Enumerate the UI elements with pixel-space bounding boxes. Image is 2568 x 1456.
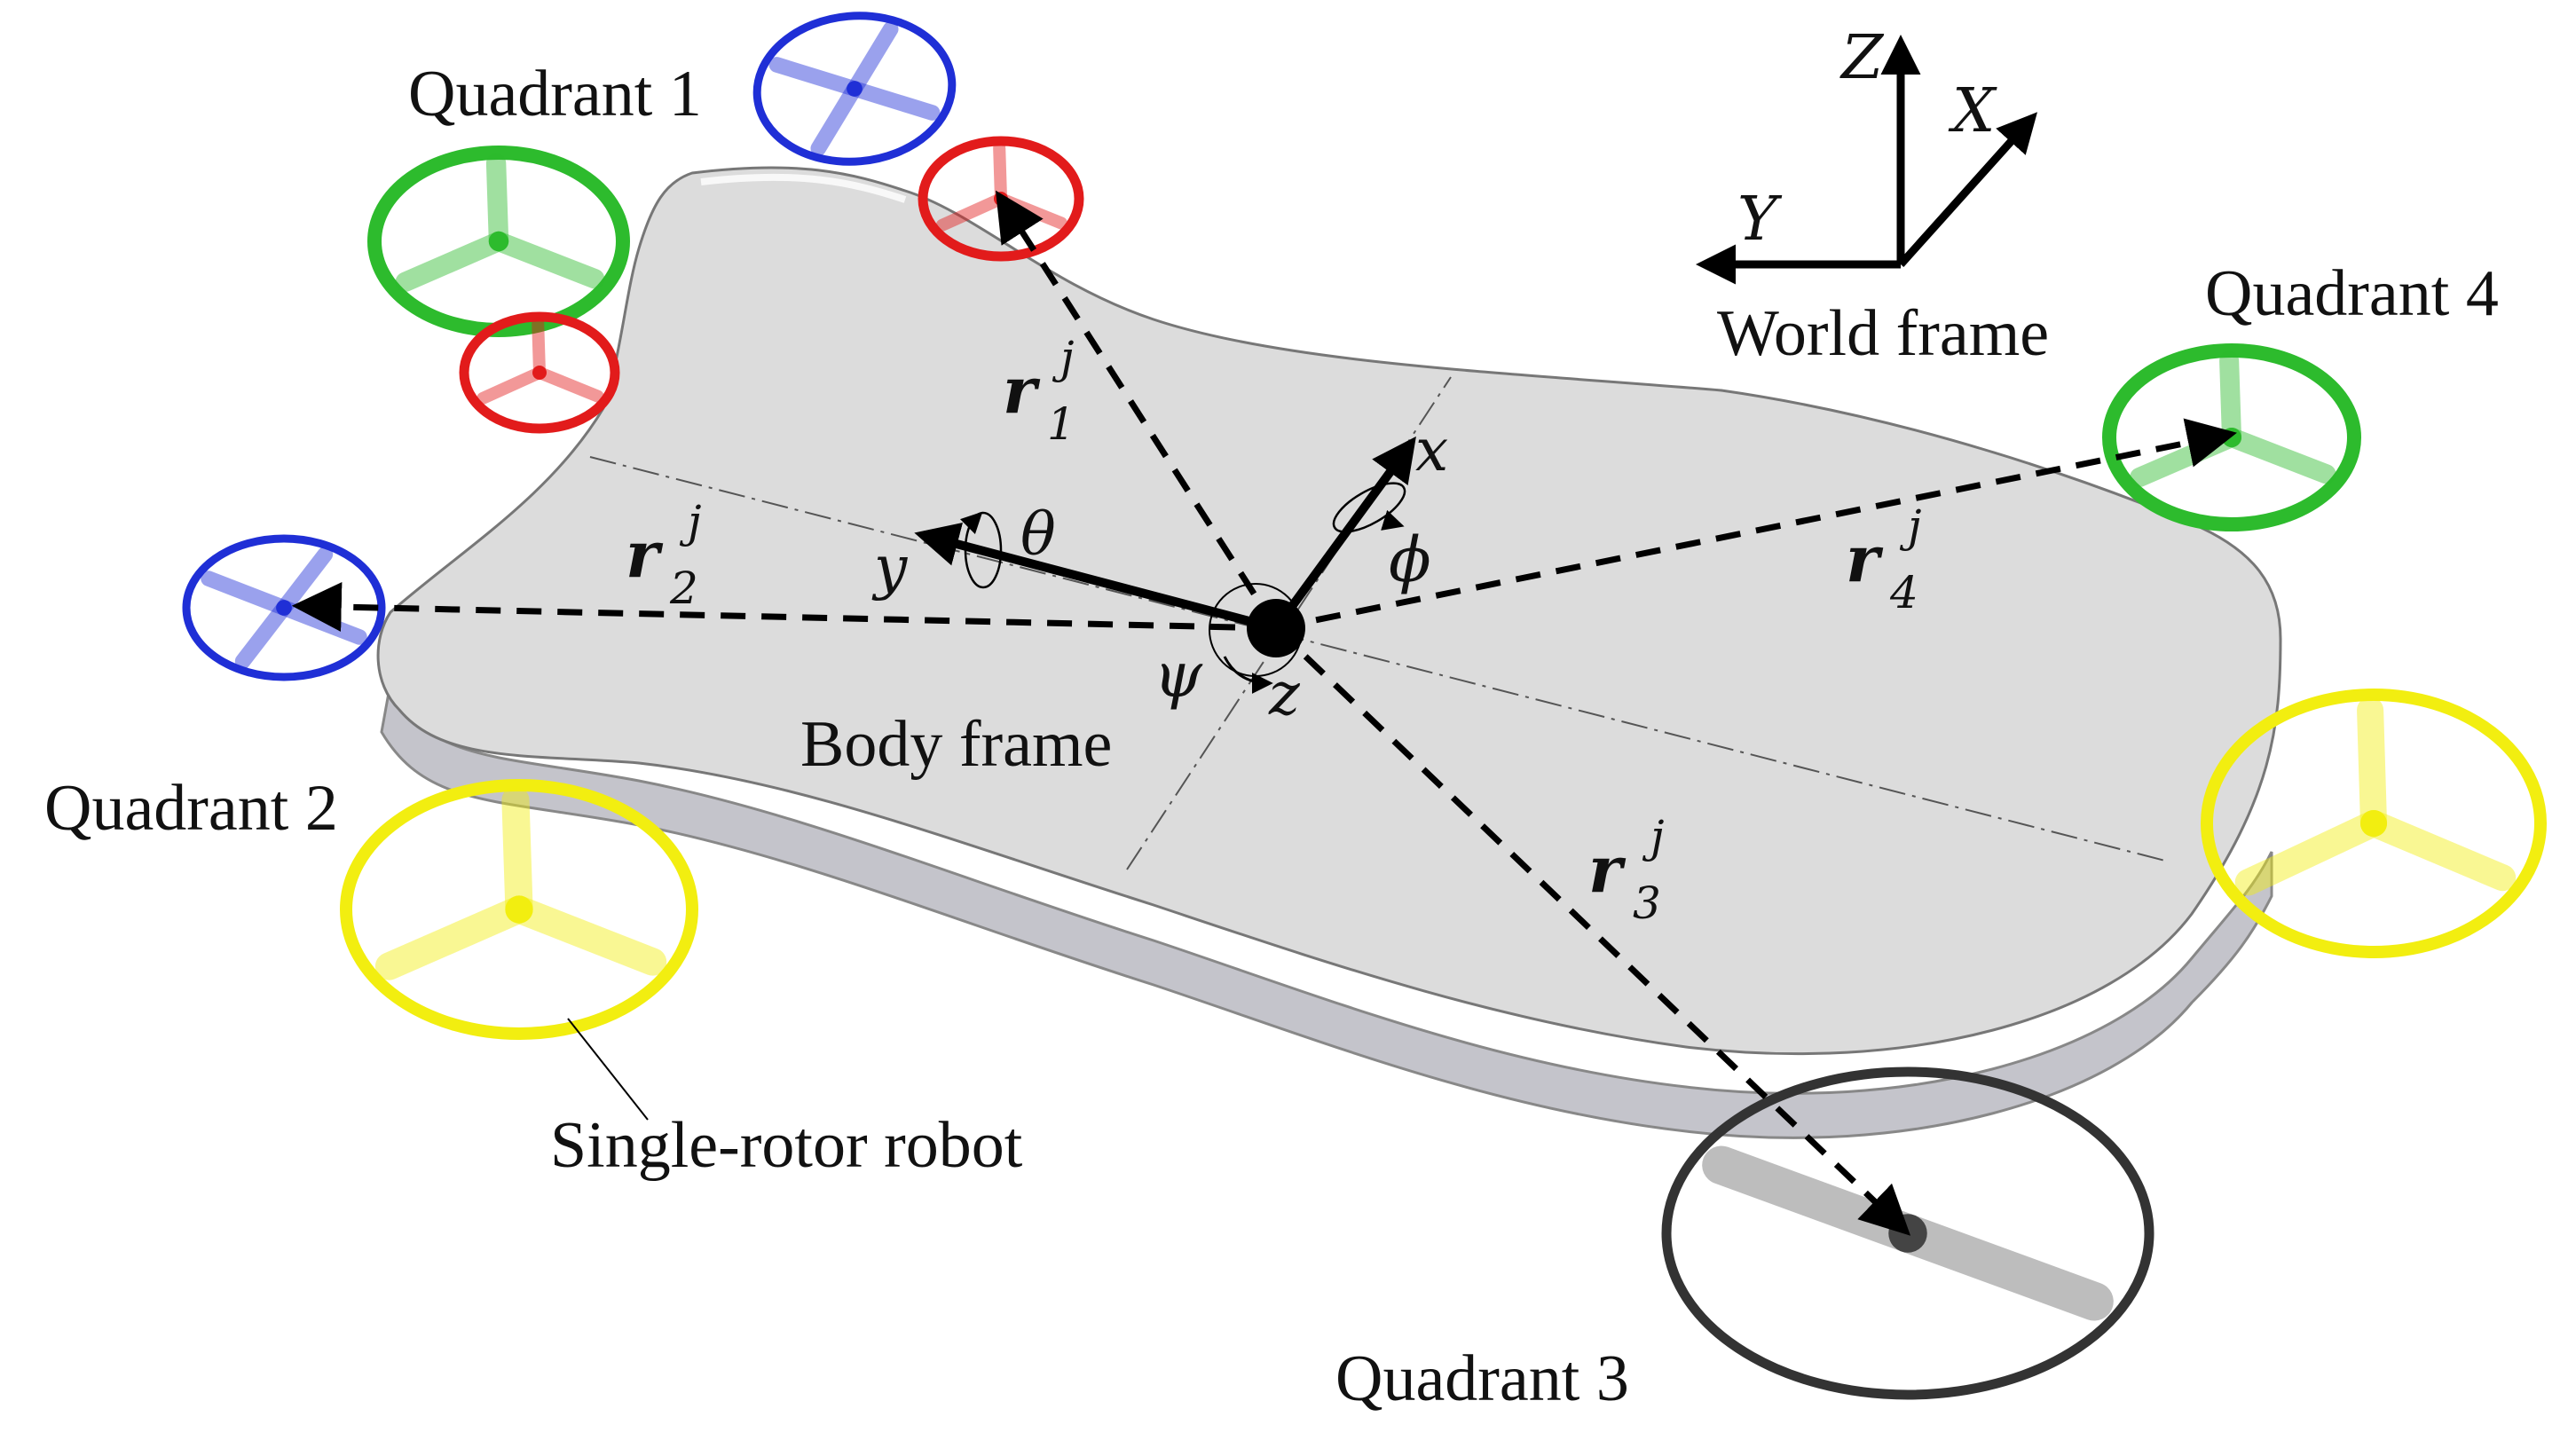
world-axis-x-label: X	[1948, 76, 1997, 146]
rotor-blade	[2357, 697, 2388, 838]
r4-label: r j 4	[1846, 500, 1922, 618]
rotor-blade	[1702, 1145, 1927, 1253]
platform-edge-highlight	[700, 173, 907, 203]
rotor-ring	[182, 534, 386, 681]
svg-text:r: r	[1846, 521, 1884, 596]
rotor-q2-yellow	[340, 779, 698, 1040]
rotor-q4-yellow	[2201, 689, 2547, 958]
svg-text:r: r	[626, 516, 664, 592]
rotor-blade	[2221, 427, 2336, 484]
rotor-blade	[533, 366, 604, 403]
rotor-blade	[810, 81, 863, 156]
svg-text:2: 2	[669, 563, 698, 614]
rotor-ring	[459, 311, 620, 434]
rotor-hub	[488, 231, 509, 252]
yaw-arrow	[1223, 656, 1273, 694]
rotor-blade	[234, 600, 292, 670]
r3-label: r j 3	[1588, 811, 1665, 929]
rotor-blade	[2234, 809, 2388, 896]
rotor-ring	[752, 12, 957, 166]
quadrant-1-label: Quadrant 1	[408, 58, 702, 130]
centerline-y	[589, 456, 2166, 862]
quadrant-3-label: Quadrant 3	[1335, 1342, 1629, 1415]
rotor-blade	[2130, 427, 2242, 487]
rotor-q1-green	[367, 146, 630, 337]
world-frame-axes	[1696, 35, 2038, 285]
body-axis-y	[914, 523, 1278, 633]
svg-text:r: r	[1003, 352, 1041, 428]
rotor-blade	[2219, 350, 2242, 448]
vector-r1	[995, 190, 1279, 630]
roll-angle-label: ϕ	[1389, 523, 1431, 596]
rotor-blade	[485, 153, 509, 252]
rotor-q1-blue	[752, 12, 957, 166]
rotor-blade	[276, 600, 367, 645]
quadrant-4-label: Quadrant 4	[2205, 257, 2499, 330]
rotor-blade	[276, 546, 334, 616]
quadrant-2-label: Quadrant 2	[44, 772, 338, 845]
platform-top	[376, 166, 2282, 1056]
world-axis-z-label: Z	[1839, 23, 1885, 93]
roll-arrow	[1381, 509, 1405, 531]
rotor-ring	[2201, 689, 2547, 958]
world-frame-label: World frame	[1717, 297, 2049, 370]
pitch-angle-label: θ	[1020, 500, 1056, 569]
rotor-blade	[477, 366, 546, 405]
svg-text:r: r	[1588, 831, 1627, 907]
rotor-hub	[1888, 1214, 1927, 1253]
world-axis-x	[1897, 112, 2038, 268]
rotor-blade	[1888, 1214, 2114, 1321]
yaw-angle-label: ψ	[1154, 639, 1203, 712]
rotor-blade	[501, 786, 533, 924]
rotor-blade	[847, 21, 899, 97]
rotor-blade	[768, 57, 863, 97]
rotor-hub	[847, 81, 863, 97]
rotor-hub	[2359, 809, 2388, 838]
pitch-arrow	[959, 511, 983, 535]
rotor-hub	[276, 600, 292, 616]
platform-side	[380, 678, 2273, 1139]
rotor-quadrant-1-red	[182, 12, 2547, 1400]
svg-text:3: 3	[1633, 878, 1661, 929]
body-axis-y-label: y	[871, 533, 908, 602]
rotor-q2-blue	[182, 534, 386, 681]
body-axis-x-label: x	[1415, 416, 1448, 484]
pitch-rotation	[964, 511, 1003, 589]
r1-label: r j 1	[1003, 332, 1075, 450]
rotor-blade	[847, 81, 941, 121]
roll-rotation	[1332, 482, 1406, 533]
single-rotor-robot-label: Single-rotor robot	[550, 1109, 1023, 1182]
rotor-blade	[488, 231, 605, 289]
vector-r3	[1273, 626, 1911, 1236]
rotor-blade	[935, 192, 1008, 232]
rotor-ring	[340, 779, 698, 1040]
rotor-hub	[2221, 427, 2242, 448]
rotor-ring	[2102, 343, 2361, 531]
rotor-hub	[532, 366, 547, 380]
svg-text:4: 4	[1889, 567, 1918, 618]
rotor-blade	[201, 571, 292, 616]
body-frame-axes	[914, 436, 1416, 694]
body-axis-z-label: z	[1268, 660, 1301, 728]
robot-leader-line	[567, 1018, 649, 1121]
body-origin	[1247, 599, 1305, 657]
body-axis-x	[1272, 436, 1416, 631]
rotor-blade	[505, 895, 667, 976]
position-vectors	[291, 190, 2237, 1236]
rotor-q1-red-b	[459, 311, 620, 434]
body-frame-label: Body frame	[800, 708, 1112, 781]
rotor-blade	[395, 231, 509, 292]
rotor-blade	[993, 141, 1008, 206]
svg-text:1: 1	[1047, 398, 1075, 450]
rotor-blade	[532, 317, 546, 379]
rotor-ring	[918, 136, 1084, 262]
rotor-blade	[374, 895, 533, 980]
world-axis-y-label: Y	[1737, 185, 1783, 255]
rotor-hub	[505, 895, 533, 924]
rotor-q4-green	[2102, 343, 2361, 531]
rotor-ring	[1661, 1066, 2154, 1400]
rotor-blade	[2359, 809, 2517, 892]
